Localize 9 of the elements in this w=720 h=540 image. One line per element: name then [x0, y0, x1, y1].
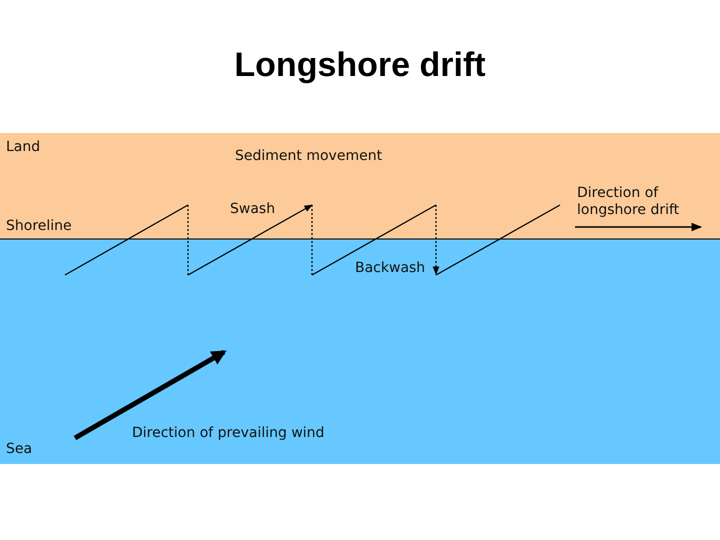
label: Swash: [230, 201, 276, 218]
label: Direction of prevailing wind: [132, 425, 324, 442]
label: Sediment movement: [235, 148, 382, 165]
title: Longshore drift: [234, 46, 486, 84]
label: Land: [6, 139, 40, 156]
label: Shoreline: [6, 218, 72, 235]
label: Sea: [6, 441, 32, 458]
label: Direction of longshore drift: [577, 185, 680, 219]
label: Backwash: [355, 260, 426, 277]
